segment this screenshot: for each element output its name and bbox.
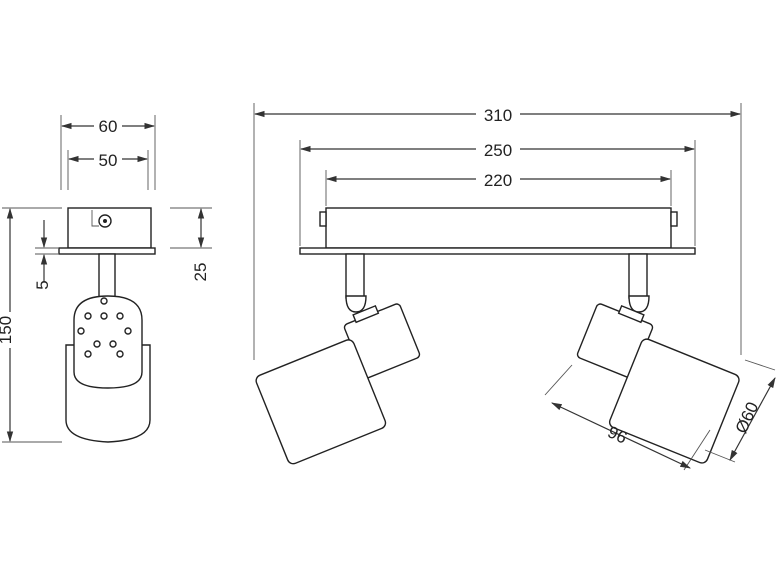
- front-left-spot: [255, 303, 421, 465]
- front-right-knuckle: [628, 295, 650, 313]
- front-left-knuckle: [345, 295, 367, 313]
- side-vent-holes: [77, 297, 132, 358]
- dim-front-total-length: 310: [484, 106, 512, 125]
- dim-front-plate-length: 250: [484, 141, 512, 160]
- dim-side-total-height: 150: [0, 316, 15, 344]
- front-left-stem: [345, 253, 365, 299]
- front-view: 310 250 220 96 Ø60: [253, 103, 776, 471]
- front-mount-plate: [299, 247, 696, 255]
- side-bracket: [91, 210, 99, 227]
- side-view: 60 50 150 5 25: [0, 115, 212, 443]
- dim-side-width-inner: 50: [99, 151, 118, 170]
- side-stem: [98, 253, 116, 303]
- dim-side-plate-thickness: 5: [33, 280, 52, 289]
- dim-front-base-length: 220: [484, 171, 512, 190]
- dim-spot-diameter: Ø60: [732, 399, 763, 436]
- front-left-cap: [319, 211, 327, 227]
- front-right-spot: [576, 303, 740, 464]
- front-right-cap: [670, 211, 678, 227]
- side-spot-head: [73, 295, 143, 389]
- side-mount-plate: [58, 247, 156, 255]
- front-base-box: [325, 207, 672, 249]
- dim-side-width-outer: 60: [99, 117, 118, 136]
- front-right-stem: [628, 253, 648, 299]
- dim-side-base-height: 25: [191, 263, 210, 282]
- side-base-box: [67, 207, 152, 249]
- side-screw-center: [103, 219, 107, 223]
